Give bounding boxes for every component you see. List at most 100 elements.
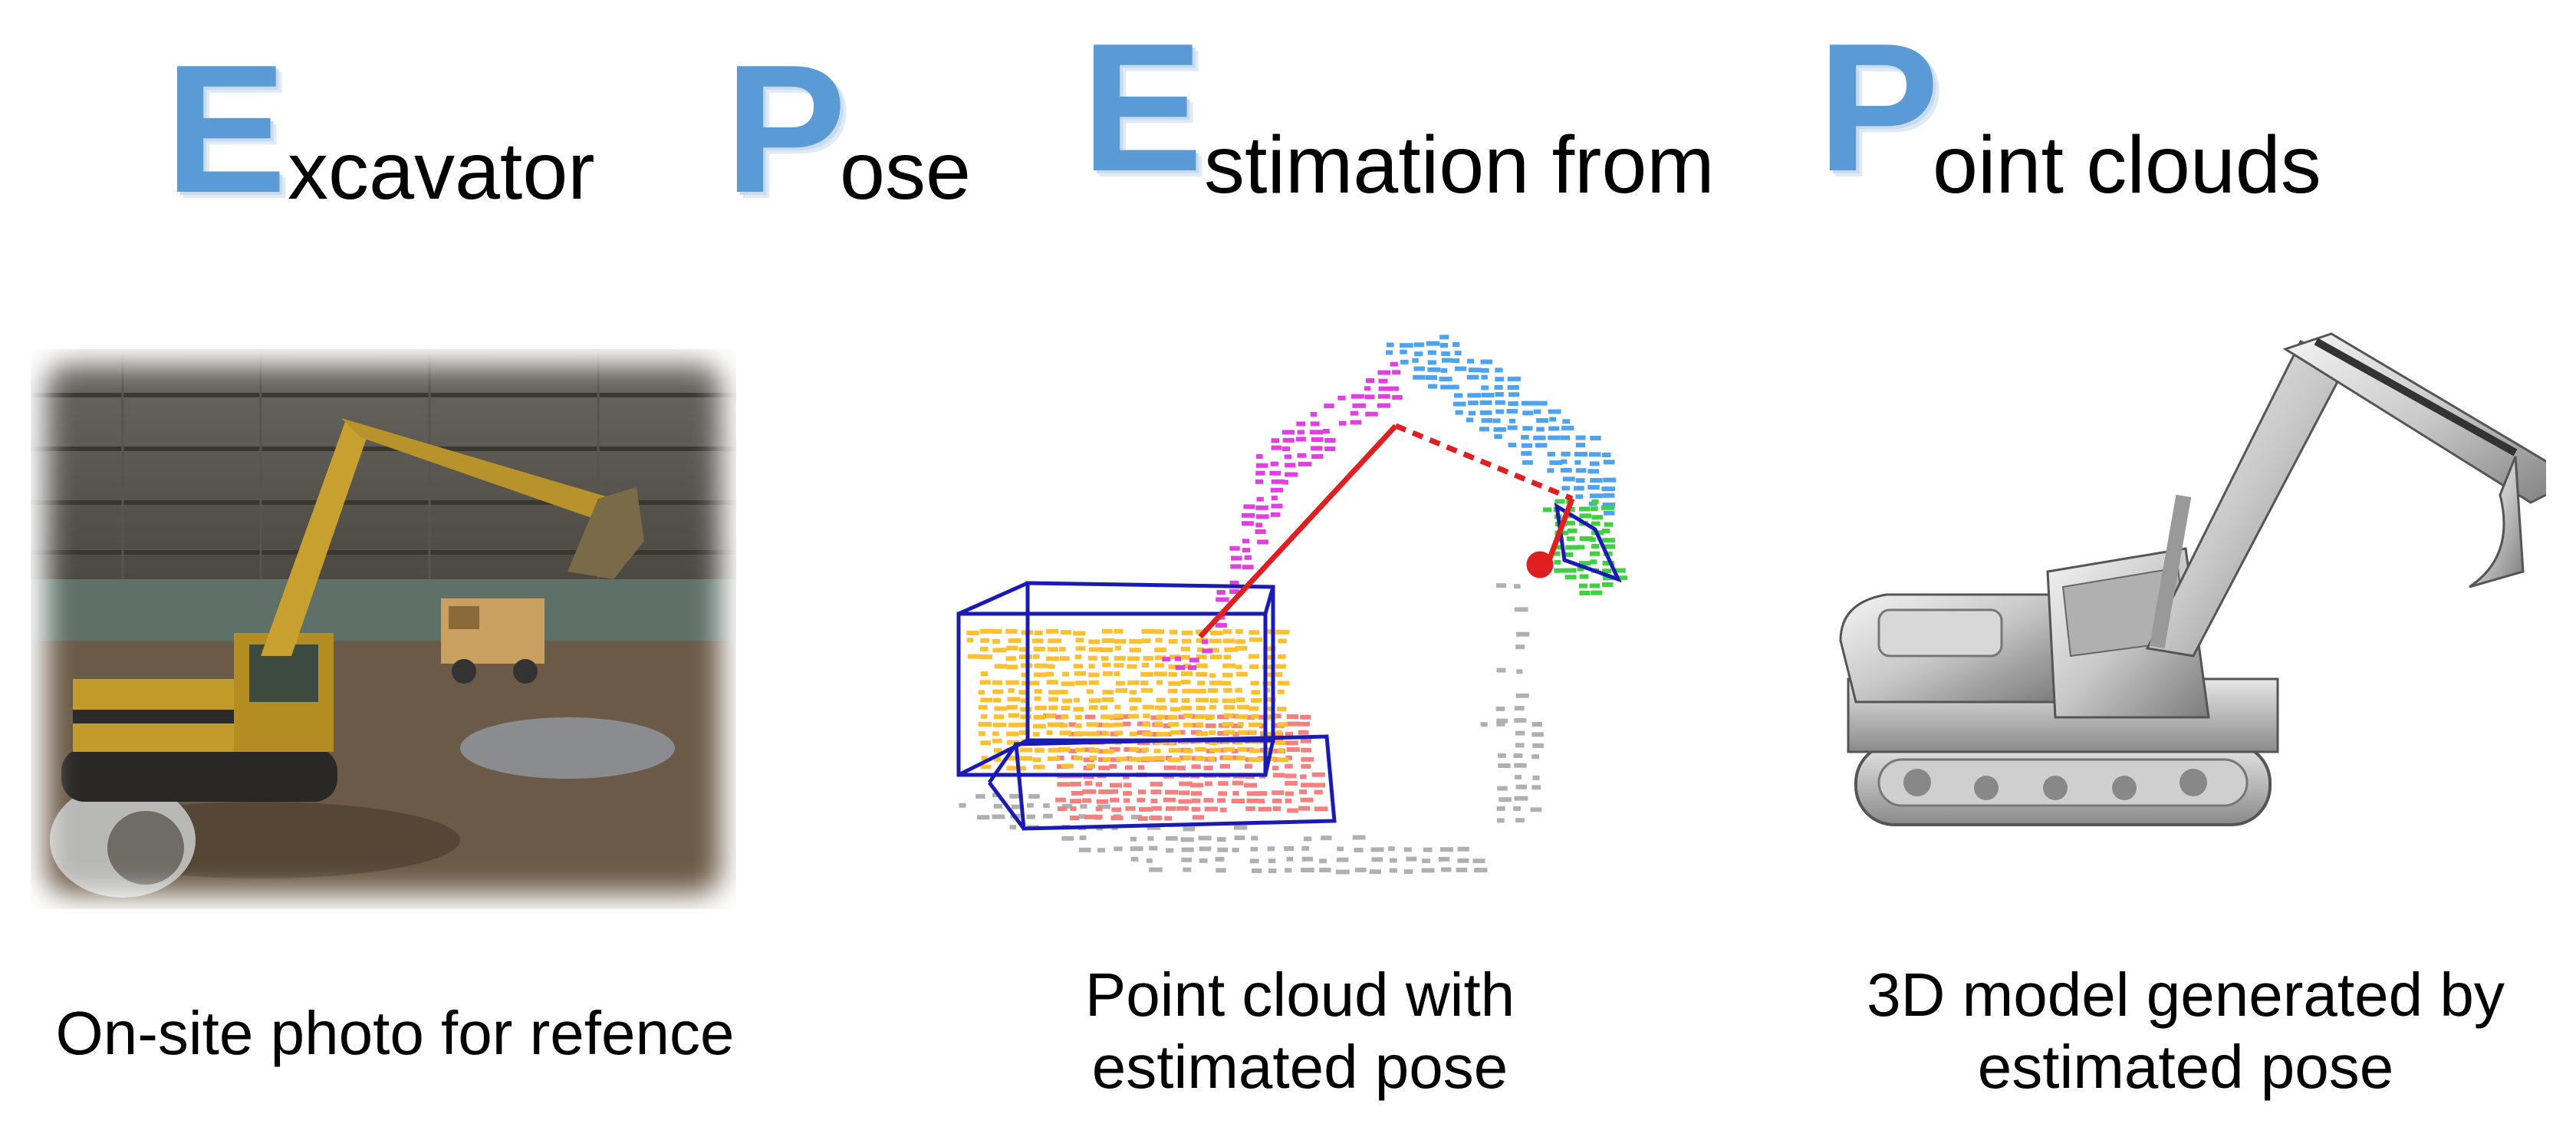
- point-cloud-stick-points: [1386, 335, 1617, 516]
- boom-link: [1198, 423, 1398, 639]
- point-cloud-point: [1216, 868, 1226, 873]
- point-cloud-point: [1440, 384, 1452, 390]
- point-cloud-point: [1249, 630, 1260, 635]
- point-cloud-point: [1232, 790, 1239, 796]
- point-cloud-point: [1163, 723, 1171, 728]
- point-cloud-point: [1587, 469, 1599, 474]
- point-cloud-point: [1285, 773, 1297, 779]
- point-cloud-point: [1251, 835, 1258, 841]
- point-cloud-point: [1061, 681, 1075, 687]
- point-cloud-point: [1276, 629, 1290, 634]
- point-cloud-point: [1403, 847, 1412, 852]
- point-cloud-point: [1070, 782, 1081, 786]
- point-cloud-point: [1141, 747, 1149, 753]
- point-cloud-point: [1222, 756, 1233, 760]
- point-cloud-point: [1467, 393, 1482, 398]
- point-cloud-point: [1281, 430, 1295, 435]
- point-cloud-point: [980, 714, 988, 719]
- point-cloud-point: [1425, 375, 1438, 380]
- pose-skeleton: [1198, 423, 1575, 639]
- title-rest-excavator: xcavator: [288, 126, 595, 216]
- point-cloud-point: [1324, 437, 1336, 443]
- point-cloud-point: [1166, 848, 1174, 853]
- point-cloud-point: [1215, 856, 1225, 862]
- point-cloud-point: [1061, 706, 1071, 710]
- point-cloud-point: [1123, 791, 1132, 796]
- point-cloud-point: [1284, 846, 1295, 851]
- point-cloud-bucket-points: [1542, 499, 1628, 595]
- point-cloud-point: [1497, 786, 1508, 791]
- point-cloud-point: [1579, 583, 1588, 588]
- point-cloud-point: [1187, 665, 1197, 671]
- point-cloud-point: [1277, 722, 1288, 727]
- point-cloud-point: [1521, 451, 1532, 456]
- point-cloud-point: [1370, 847, 1384, 852]
- point-cloud-point: [1536, 427, 1545, 432]
- point-cloud-point: [1287, 808, 1298, 813]
- point-cloud-point: [1195, 746, 1206, 752]
- point-cloud-point: [992, 731, 999, 737]
- point-cloud-point: [1034, 696, 1041, 701]
- point-cloud-point: [1560, 467, 1572, 473]
- point-cloud-point: [1008, 723, 1019, 728]
- point-cloud-point: [1298, 806, 1311, 811]
- point-cloud-point: [1426, 341, 1440, 346]
- point-cloud-point: [1216, 837, 1226, 842]
- point-cloud-point: [1223, 704, 1235, 710]
- point-cloud-point: [1165, 789, 1179, 795]
- point-cloud-point: [1300, 714, 1311, 720]
- point-cloud-point: [1026, 814, 1035, 819]
- point-cloud-point: [1071, 790, 1084, 796]
- point-cloud-point: [1249, 722, 1262, 727]
- point-cloud-point: [1055, 714, 1064, 720]
- point-cloud-point: [1335, 869, 1350, 875]
- point-cloud-point: [1005, 628, 1018, 634]
- point-cloud-point: [1019, 766, 1026, 771]
- point-cloud-point: [1602, 561, 1614, 565]
- point-cloud-point: [1548, 435, 1561, 440]
- point-cloud-point: [1075, 681, 1087, 686]
- point-cloud-point: [1195, 714, 1209, 719]
- point-cloud-point: [1589, 493, 1604, 499]
- point-cloud-point: [1273, 757, 1280, 762]
- point-cloud-point: [1494, 434, 1502, 440]
- point-cloud-point: [1034, 747, 1045, 753]
- point-cloud-point: [1154, 705, 1167, 710]
- point-cloud-point: [1217, 730, 1229, 736]
- point-cloud-point: [1043, 813, 1053, 819]
- point-cloud-point: [1457, 858, 1469, 863]
- point-cloud-point: [1140, 672, 1153, 677]
- point-cloud-point: [1086, 689, 1094, 694]
- point-cloud-point: [1114, 655, 1126, 661]
- point-cloud-point: [1514, 763, 1527, 768]
- point-cloud-point: [1149, 845, 1158, 851]
- point-cloud-point: [1406, 856, 1417, 862]
- point-cloud-point: [1390, 386, 1399, 391]
- point-cloud-point: [1229, 580, 1239, 585]
- point-cloud-point: [980, 628, 994, 634]
- title-rest-point-clouds: oint clouds: [1933, 120, 2321, 210]
- point-cloud-point: [1153, 748, 1161, 753]
- point-cloud-point: [1534, 400, 1548, 406]
- point-cloud-point: [1554, 499, 1565, 504]
- point-cloud-point: [1047, 756, 1060, 761]
- point-cloud-point: [1005, 656, 1016, 661]
- point-cloud-boom-points: [1162, 361, 1403, 671]
- point-cloud-point: [1378, 386, 1392, 391]
- point-cloud-point: [1110, 797, 1120, 802]
- point-cloud-point: [1156, 697, 1166, 703]
- point-cloud-point: [1110, 789, 1119, 794]
- point-cloud-point: [1123, 798, 1130, 803]
- point-cloud-point: [1514, 796, 1528, 801]
- point-cloud-point: [1191, 798, 1201, 803]
- point-cloud-point: [1286, 747, 1300, 752]
- point-cloud-point: [1521, 443, 1533, 448]
- point-cloud-point: [1591, 590, 1602, 595]
- point-cloud-point: [1389, 858, 1397, 863]
- point-cloud-point: [1167, 757, 1182, 763]
- point-cloud-point: [1601, 538, 1615, 543]
- point-cloud-point: [979, 731, 985, 737]
- point-cloud-point: [1018, 722, 1027, 727]
- point-cloud-point: [992, 680, 1002, 685]
- point-cloud-point: [1229, 589, 1240, 595]
